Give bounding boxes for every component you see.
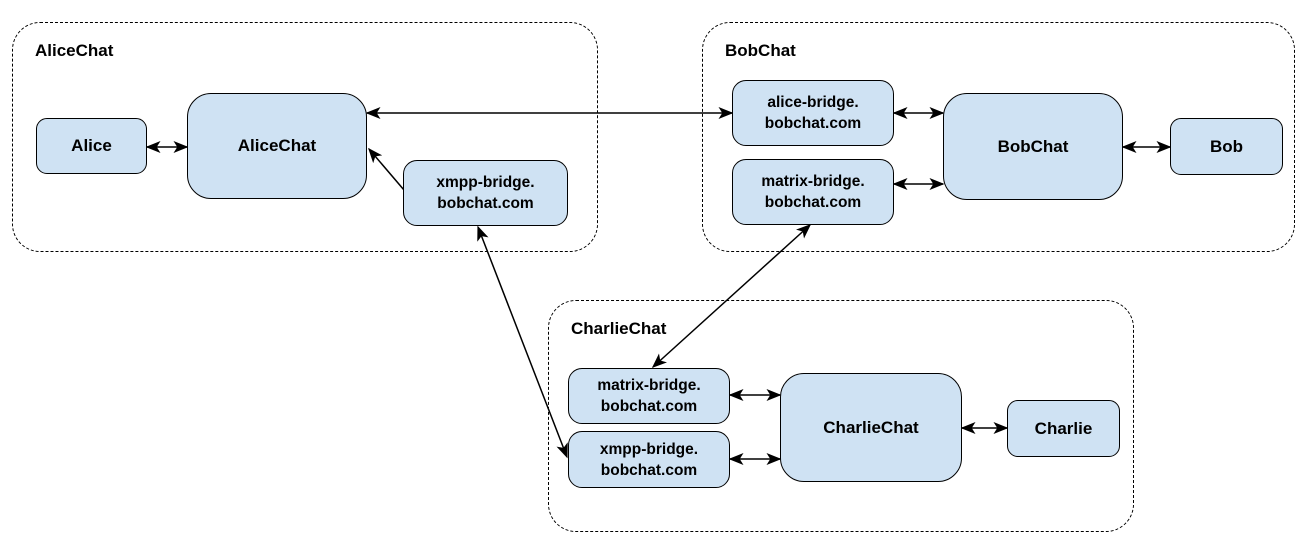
node-charliechat-server: CharlieChat [780,373,962,482]
node-matrix-bridge-charliechat-line1: matrix-bridge. [597,377,701,394]
network-container-bobchat: BobChat [702,22,1295,252]
network-label-charliechat: CharlieChat [571,319,667,338]
node-matrix-bridge-bobchat-line2: bobchat.com [764,194,862,211]
node-charliechat-server-label: CharlieChat [823,417,919,437]
node-matrix-bridge-charliechat-line2: bobchat.com [600,398,698,415]
node-alice-client-label: Alice [71,136,112,155]
node-alicechat-server-label: AliceChat [237,136,317,155]
node-bobchat-server-label: BobChat [997,136,1069,156]
network-label-alicechat: AliceChat [35,41,114,60]
node-bob-client: Bob [1170,118,1283,175]
node-bob-client-label: Bob [1209,136,1244,156]
network-label-bobchat: BobChat [725,41,796,60]
node-alice-bridge-bobchat-line1: alice-bridge. [767,94,859,111]
network-container-alicechat: AliceChat [12,22,598,252]
node-xmpp-bridge-alicechat-line2: bobchat.com [437,195,534,212]
node-matrix-bridge-bobchat-line1: matrix-bridge. [761,173,865,190]
node-xmpp-bridge-charliechat-line1: xmpp-bridge. [599,440,699,458]
node-bobchat-server: BobChat [943,93,1123,200]
node-alice-bridge-bobchat-line2: bobchat.com [764,115,862,132]
node-xmpp-bridge-charliechat-line2: bobchat.com [600,461,698,479]
node-charlie-client-label: Charlie [1034,418,1093,438]
node-charlie-client: Charlie [1007,400,1120,457]
node-alice-bridge-bobchat: alice-bridge. bobchat.com [732,80,894,146]
node-alice-client: Alice [36,118,147,174]
node-xmpp-bridge-alicechat: xmpp-bridge. bobchat.com [403,160,568,226]
node-matrix-bridge-bobchat: matrix-bridge. bobchat.com [732,159,894,225]
node-matrix-bridge-charliechat: matrix-bridge. bobchat.com [568,368,730,424]
node-xmpp-bridge-charliechat: xmpp-bridge. bobchat.com [568,431,730,488]
node-xmpp-bridge-alicechat-line1: xmpp-bridge. [436,174,535,191]
node-alicechat-server: AliceChat [187,93,367,199]
